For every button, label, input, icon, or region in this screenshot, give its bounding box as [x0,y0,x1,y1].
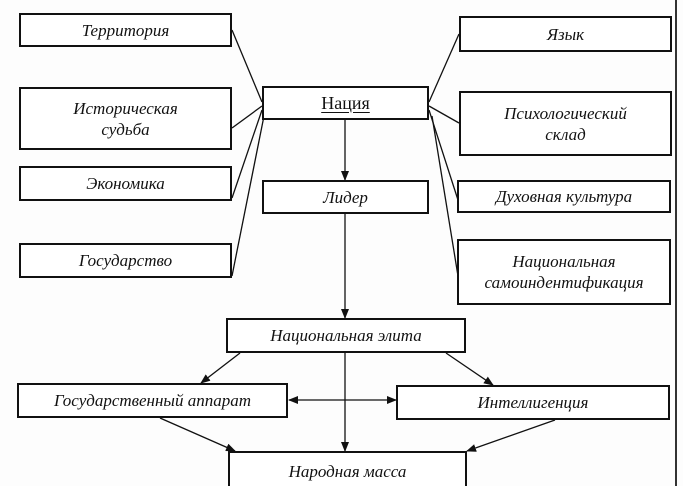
edge-national-elite-to-intelligentsia [445,352,494,386]
node-psychological-makeup: Психологический склад [459,91,672,156]
node-nation: Нация [262,86,429,120]
edge-state-to-nation [231,115,265,277]
node-masses: Народная масса [228,451,467,486]
node-intelligentsia: Интеллигенция [396,385,670,420]
node-language: Язык [459,16,672,52]
edge-historical-fate-to-nation [231,105,263,129]
node-historical-fate-label: Историческая судьба [73,98,178,139]
edge-psychological-makeup-to-nation [428,105,460,124]
edge-national-elite-to-state-apparatus [200,352,241,384]
page-edge-divider [675,0,677,486]
node-state-apparatus: Государственный аппарат [17,383,288,418]
node-economy: Экономика [19,166,232,201]
edge-state-apparatus-to-masses [159,417,236,452]
edge-language-to-nation [428,33,460,103]
node-historical-fate: Историческая судьба [19,87,232,150]
edge-territory-to-nation [231,29,263,103]
edge-national-self-identification-to-nation [431,115,459,277]
node-national-elite: Национальная элита [226,318,466,353]
edge-economy-to-nation [231,109,263,199]
node-spiritual-culture: Духовная культура [457,180,671,213]
node-territory: Территория [19,13,232,47]
node-national-self-identification: Национальная самоиндентификация [457,239,671,305]
node-leader: Лидер [262,180,429,214]
node-state: Государство [19,243,232,278]
edge-intelligentsia-to-masses [466,419,556,452]
